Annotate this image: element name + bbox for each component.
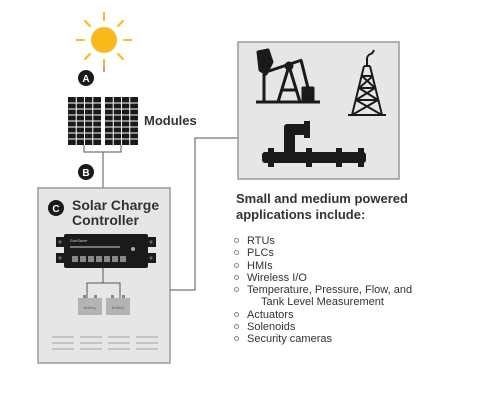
controller-cabinet	[37, 187, 171, 364]
marker-b: B	[78, 164, 94, 180]
marker-a: A	[78, 70, 94, 86]
controller-brand: SunSaver	[70, 238, 88, 243]
list-item: Solenoids	[234, 321, 412, 333]
list-item: Security cameras	[234, 333, 412, 345]
battery-wiring	[86, 268, 121, 298]
solar-module-left	[68, 97, 101, 145]
list-item-label: Actuators	[247, 308, 294, 321]
marker-c-label: C	[52, 204, 59, 215]
bullet-icon	[234, 336, 239, 342]
controller-title: Solar Charge Controller	[72, 198, 159, 228]
bullet-icon	[234, 238, 239, 243]
list-item-label: RTUs	[247, 235, 275, 247]
charge-controller-device: SunSaver	[56, 234, 156, 268]
list-item: RTUs	[234, 235, 412, 247]
list-item-label: Security cameras	[247, 333, 332, 346]
bullet-icon	[234, 262, 239, 268]
list-item-label: HMIs	[247, 259, 273, 272]
bullet-icon	[234, 250, 239, 256]
marker-c: C	[48, 200, 64, 216]
controller-terminals	[72, 256, 126, 262]
modules-label: Modules	[144, 113, 197, 128]
application-connector	[170, 137, 238, 291]
controller-title-line2: Controller	[72, 212, 139, 228]
solar-module-right	[105, 97, 138, 145]
bullet-icon	[234, 311, 239, 317]
derrick-icon	[348, 49, 386, 116]
pipeline-icon	[262, 121, 366, 167]
applications-heading-line1: Small and medium powered	[236, 191, 408, 206]
applications-list: RTUs PLCs HMIs Wireless I/O Temperature,…	[234, 235, 412, 346]
bullet-icon	[234, 287, 239, 293]
controller-title-line1: Solar Charge	[72, 197, 160, 213]
cabinet-vents	[52, 336, 158, 350]
battery-right: Battery	[106, 295, 130, 315]
list-item-label: Temperature, Pressure, Flow, and	[247, 284, 413, 297]
list-item: Wireless I/O	[234, 272, 412, 284]
bullet-icon	[234, 274, 239, 280]
battery-left-label: Battery	[84, 305, 97, 310]
module-wiring	[83, 145, 122, 188]
pumpjack-icon	[256, 48, 320, 104]
applications-heading: Small and medium powered applications in…	[236, 191, 408, 223]
marker-a-label: A	[82, 74, 89, 85]
battery-right-label: Battery	[112, 305, 125, 310]
list-item: PLCs	[234, 247, 412, 259]
list-item: Actuators	[234, 309, 412, 321]
battery-left: Battery	[78, 295, 102, 315]
list-item-label: Solenoids	[247, 321, 296, 334]
list-item: HMIs	[234, 260, 412, 272]
applications-heading-line2: applications include:	[236, 207, 366, 222]
list-item-label-continued: Tank Level Measurement	[261, 296, 384, 309]
sun-icon	[76, 12, 132, 68]
list-item-label: Wireless I/O	[247, 271, 307, 284]
bullet-icon	[234, 324, 239, 330]
list-item-label: PLCs	[247, 247, 274, 260]
marker-b-label: B	[82, 168, 89, 179]
